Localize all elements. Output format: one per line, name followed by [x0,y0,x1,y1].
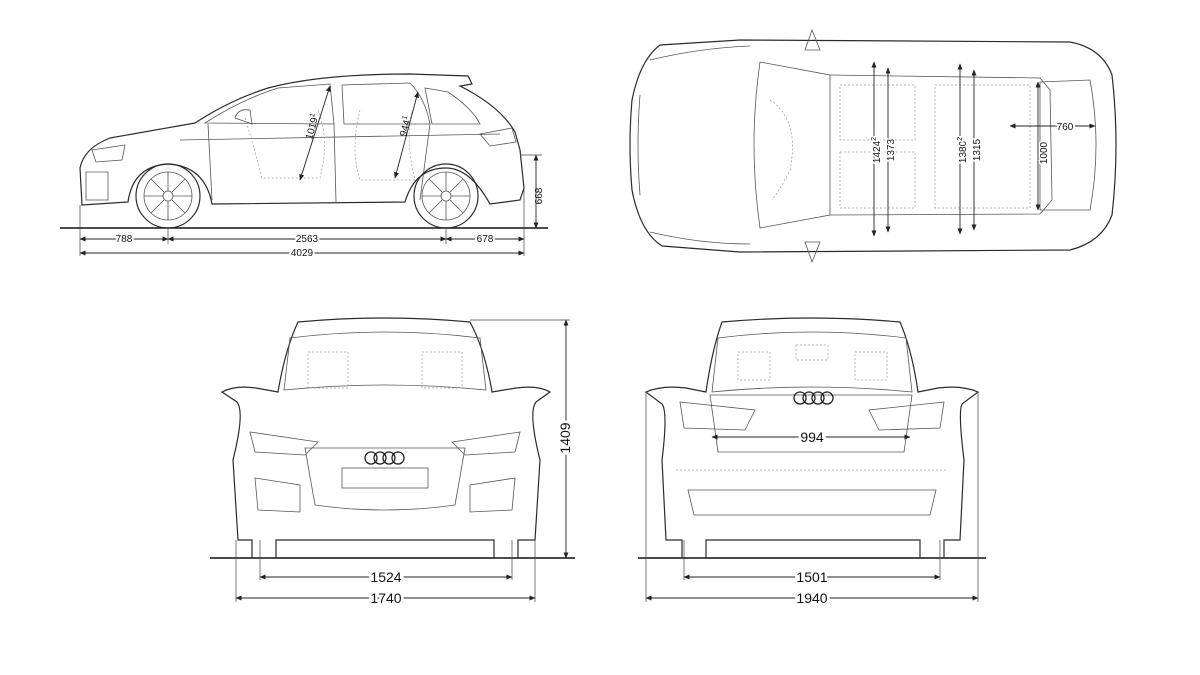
sill-height-label: 668 [534,187,545,204]
overall-length-label: 4029 [291,248,314,259]
wheelbase-label: 2563 [296,234,319,245]
side-headlight [91,144,126,163]
tailgate-opening-label: 994 [800,429,824,445]
front-plate [341,467,429,489]
rear-taillights [679,401,945,431]
side-body-outline [79,73,525,206]
side-interior-seats [244,109,416,181]
top-body-outline [629,39,1117,253]
front-wheel [135,163,201,229]
rear-elbow-label: 1315 [972,138,983,161]
front-headroom-dim [299,85,331,181]
rear-body-outline [644,317,980,559]
top-hood-lines [637,45,751,245]
top-mirrors [804,28,821,264]
width-with-mirrors-label: 1940 [796,590,827,606]
rear-headroom-dim [394,91,419,179]
rear-overhang-label: 678 [477,234,494,245]
front-side-intakes [254,477,516,513]
tailgate-outline [709,394,913,453]
front-interior-seats [307,351,463,389]
side-taillight [479,127,517,147]
rear-quarter-window [424,87,481,125]
rear-track-label: 1501 [796,569,827,585]
front-headroom-label: 10191 [303,112,321,140]
rear-wheel [413,163,479,229]
overall-height-label: 1409 [557,422,573,453]
side-mirror [234,109,253,125]
front-shoulder-label: 14242 [871,137,883,163]
luggage-length-label: 760 [1057,122,1074,133]
rear-side-window [341,82,431,125]
rear-headroom-label: 9441 [397,115,414,138]
front-logo [364,451,405,465]
rear-interior-seats [737,344,888,381]
top-interior-seats [839,84,1031,209]
front-view: 1524 1740 1409 [210,317,576,609]
rear-view: 994 1501 1940 [638,317,986,609]
front-headlights [249,431,521,456]
front-track-label: 1524 [370,569,401,585]
shoulder-line [179,133,501,141]
windscreen [753,61,831,229]
rear-logo [793,391,834,405]
rear-extension-lines [645,392,979,602]
overall-width-label: 1740 [370,590,401,606]
steering-area [769,99,793,201]
singleframe-grille [304,447,466,511]
rear-shoulder-label: 13802 [957,137,969,163]
top-view: 14242 1373 13802 1315 1000 760 [629,28,1117,264]
front-body-outline [220,317,552,559]
front-elbow-label: 1373 [886,138,897,161]
roof-opening [829,74,1053,216]
rear-window-top [1039,79,1097,211]
side-view: 10191 9441 788 2563 678 4029 668 [60,73,548,261]
side-front-intake [85,171,109,201]
front-overhang-label: 788 [116,234,133,245]
luggage-width-label: 1000 [1039,141,1050,164]
rear-window [711,331,913,393]
side-extension-lines [79,154,542,256]
front-windscreen [283,331,487,391]
front-extension-lines [235,319,570,602]
rear-diffuser [687,489,937,516]
